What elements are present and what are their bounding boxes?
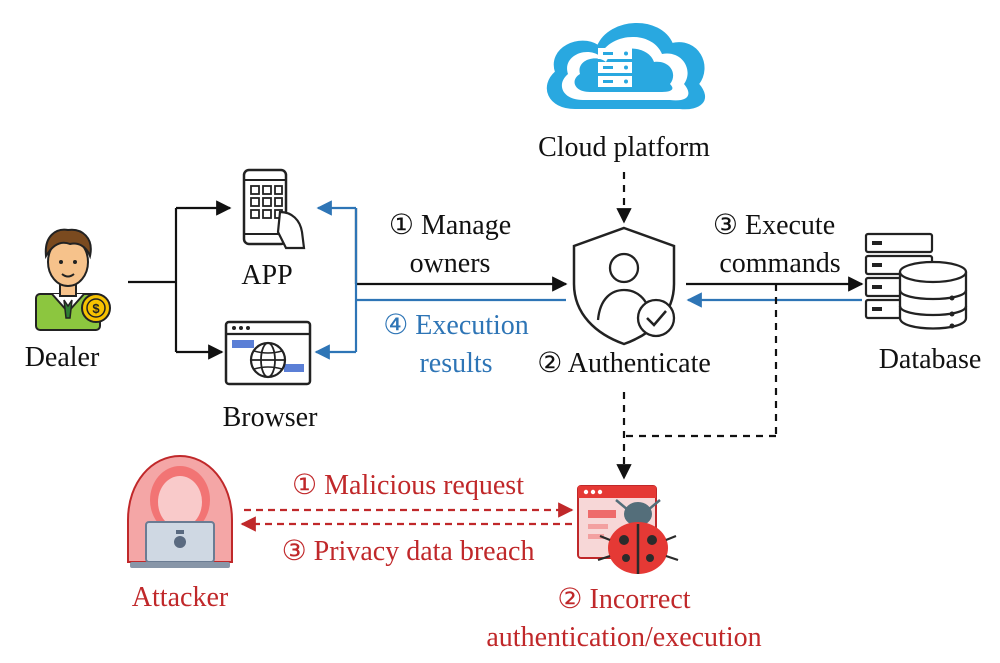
dealer-fork-connector: [128, 200, 232, 360]
attacker-label: Attacker: [131, 582, 229, 613]
manage-owners-line1: ① Manage: [388, 210, 512, 241]
smartphone-icon: [242, 168, 306, 250]
database-server-icon: [864, 232, 968, 330]
execution-results-line1: ④ Execution: [383, 310, 529, 341]
shield-user-check-icon: [572, 226, 676, 346]
cloud-server-icon: [546, 23, 705, 110]
hooded-hacker-icon: [127, 454, 233, 568]
browser-label: Browser: [222, 402, 318, 433]
execution-results-line2: results: [419, 348, 493, 379]
incorrect-label-line2: authentication/execution: [486, 622, 762, 653]
malicious-request-label: ① Malicious request: [292, 470, 524, 501]
bug-webpage-icon: [577, 485, 679, 574]
app-label: APP: [241, 260, 293, 291]
dealer-person-icon: $: [35, 228, 111, 331]
svg-text:$: $: [92, 301, 100, 316]
execute-commands-line2: commands: [719, 248, 841, 279]
manage-owners-line2: owners: [409, 248, 491, 279]
authenticate-label: ② Authenticate: [537, 348, 711, 379]
auth-to-bug-dashed-connector: [616, 284, 778, 480]
database-label: Database: [878, 344, 982, 375]
cloud-platform-label: Cloud platform: [538, 132, 710, 163]
execution-results-arrow: [314, 200, 566, 360]
privacy-breach-label: ③ Privacy data breach: [281, 536, 535, 567]
browser-globe-icon: [224, 320, 312, 386]
incorrect-label-line1: ② Incorrect: [557, 584, 691, 615]
dealer-label: Dealer: [24, 342, 100, 373]
execute-commands-line1: ③ Execute: [712, 210, 836, 241]
